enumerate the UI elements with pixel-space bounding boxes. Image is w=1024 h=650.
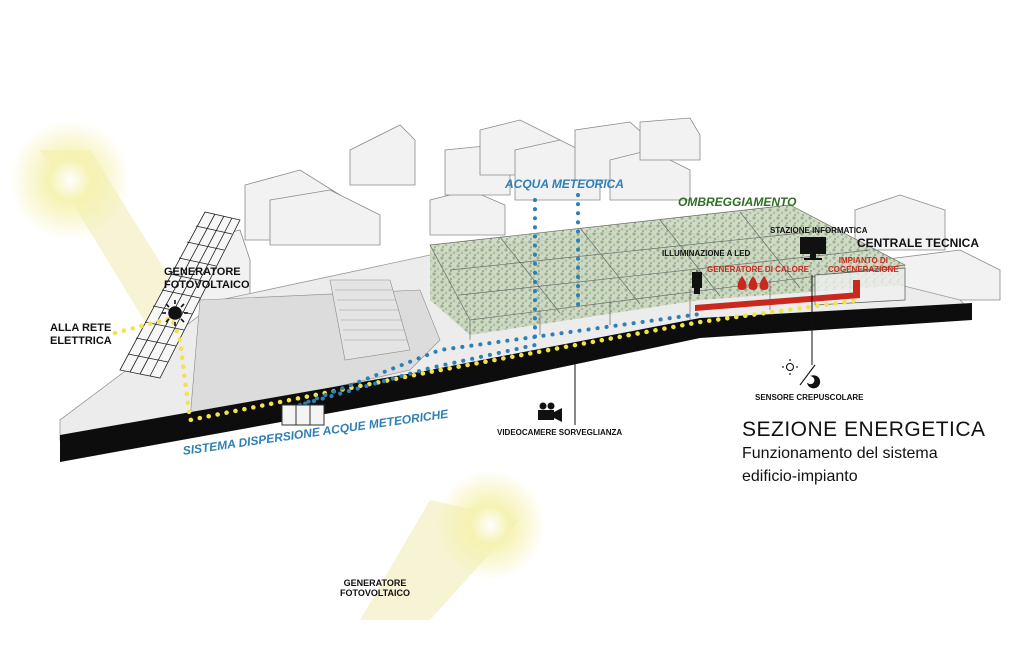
label-ombreggiamento: OMBREGGIAMENTO <box>678 195 797 209</box>
label-impianto-cogenerazione: IMPIANTO DI COGENERAZIONE <box>828 256 899 274</box>
label-gen-fv-bottom-line2: FOTOVOLTAICO <box>340 588 410 599</box>
label-sensore-crepuscolare: SENSORE CREPUSCOLARE <box>755 393 864 402</box>
label-acqua-meteorica: ACQUA METEORICA <box>505 177 624 191</box>
label-gen-fv-top-line1: GENERATORE <box>164 266 241 278</box>
video-camera-icon <box>538 402 562 422</box>
shading-canopy <box>430 205 905 335</box>
electric-line-dotted <box>112 297 863 423</box>
label-impianto-line2: COGENERAZIONE <box>828 265 899 275</box>
led-lamp-icon <box>692 272 702 294</box>
diagram-title-block: SEZIONE ENERGETICA Funzionamento del sis… <box>742 418 1012 488</box>
sun-icon <box>10 120 130 240</box>
label-illuminazione-led: ILLUMINAZIONE A LED <box>662 249 751 258</box>
heat-drop-icons <box>737 276 769 290</box>
label-gen-fv-bottom-line1: GENERATORE <box>343 578 407 588</box>
twilight-sensor-icon <box>782 359 821 389</box>
computer-monitor-icon <box>800 237 826 260</box>
title-subtitle-line2: edificio-impianto <box>742 467 858 485</box>
title-main: SEZIONE ENERGETICA <box>742 418 986 441</box>
label-videocamere-sorveglianza: VIDEOCAMERE SORVEGLIANZA <box>497 428 623 437</box>
label-alla-rete-elettrica: ALLA RETE ELETTRICA <box>50 322 112 347</box>
background-buildings <box>199 117 1001 301</box>
label-impianto-line1: IMPIANTO DI <box>838 256 888 265</box>
label-alla-rete-line1: ALLA RETE <box>50 322 112 334</box>
label-generatore-calore: GENERATORE DI CALORE <box>707 265 809 274</box>
label-stazione-informatica: STAZIONE INFORMATICA <box>770 226 868 235</box>
pv-sun-symbol-icon <box>162 300 188 326</box>
heat-distribution-pipe <box>695 280 860 311</box>
rainwater-tank <box>281 404 325 426</box>
label-alla-rete-line2: ELETTRICA <box>50 334 112 347</box>
label-generatore-fotovoltaico-top: GENERATORE FOTOVOLTAICO <box>164 266 250 291</box>
pergola-structure <box>429 204 907 340</box>
sun-icon <box>435 470 545 580</box>
label-generatore-fotovoltaico-bottom: GENERATORE FOTOVOLTAICO <box>340 578 410 599</box>
label-centrale-tecnica: CENTRALE TECNICA <box>857 236 979 250</box>
rainwater-line-dotted <box>298 193 702 407</box>
label-gen-fv-top-line2: FOTOVOLTAICO <box>164 278 250 291</box>
ground-section-band <box>60 303 972 462</box>
title-subtitle-line1: Funzionamento del sistema <box>742 445 938 462</box>
photovoltaic-panel-grid <box>119 211 241 379</box>
